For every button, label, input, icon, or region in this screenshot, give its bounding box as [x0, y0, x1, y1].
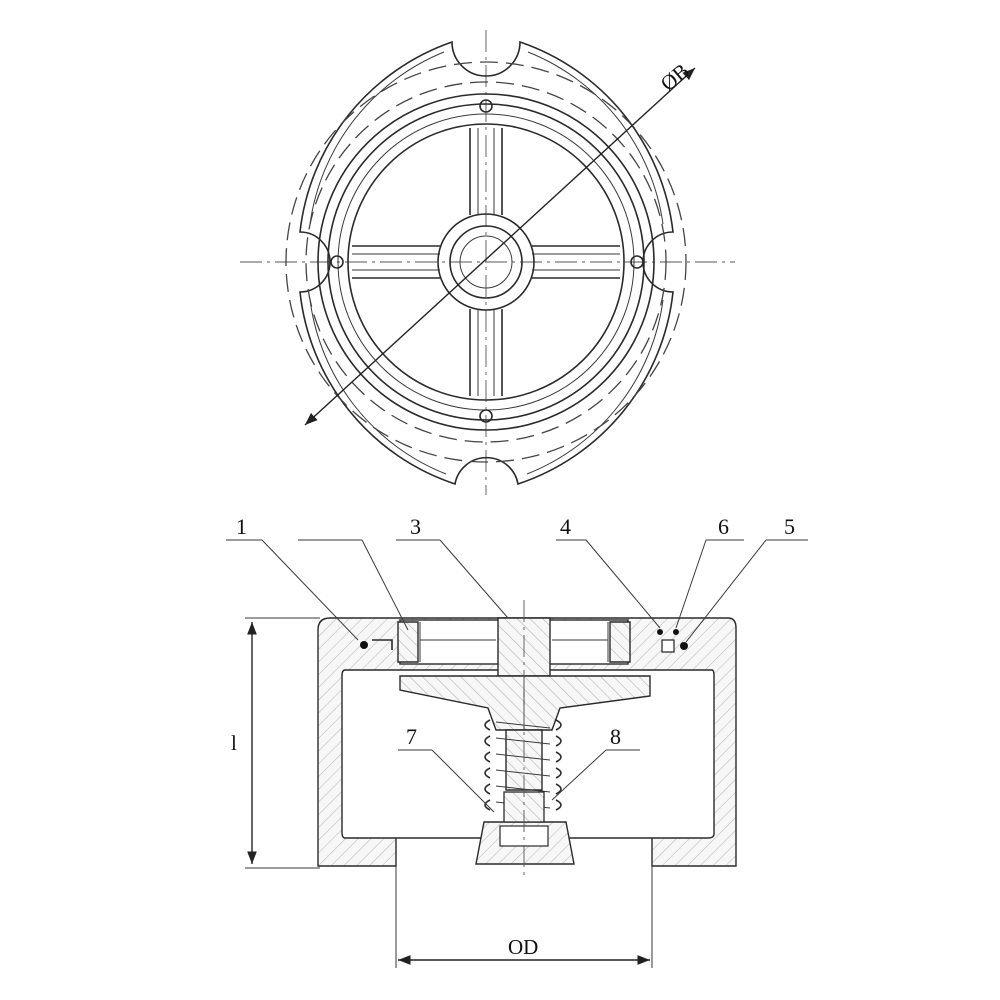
- part-label-8: 8: [610, 724, 621, 749]
- outer-flange: [299, 40, 674, 486]
- part-label-7: 7: [406, 724, 417, 749]
- valve-disc: [399, 675, 651, 731]
- seat-ring-right: [609, 621, 631, 663]
- section-view: l OD 1 3 4 6 5 7: [226, 514, 808, 968]
- part-label-6: 6: [718, 514, 729, 539]
- part-label-4: 4: [560, 514, 571, 539]
- part-label-1: 1: [236, 514, 247, 539]
- od-label: OD: [508, 935, 538, 959]
- part-label-3: 3: [410, 514, 421, 539]
- leader-lines: [226, 539, 808, 813]
- bolt-circle-label: ØB: [656, 59, 694, 96]
- top-view: ØB: [240, 30, 735, 495]
- bolt-circle-dimension-line: [304, 67, 696, 426]
- spring: [484, 719, 562, 811]
- length-label: l: [231, 731, 237, 755]
- seat-ring-left: [397, 621, 419, 663]
- gasket-details: [360, 629, 688, 653]
- part-label-5: 5: [784, 514, 795, 539]
